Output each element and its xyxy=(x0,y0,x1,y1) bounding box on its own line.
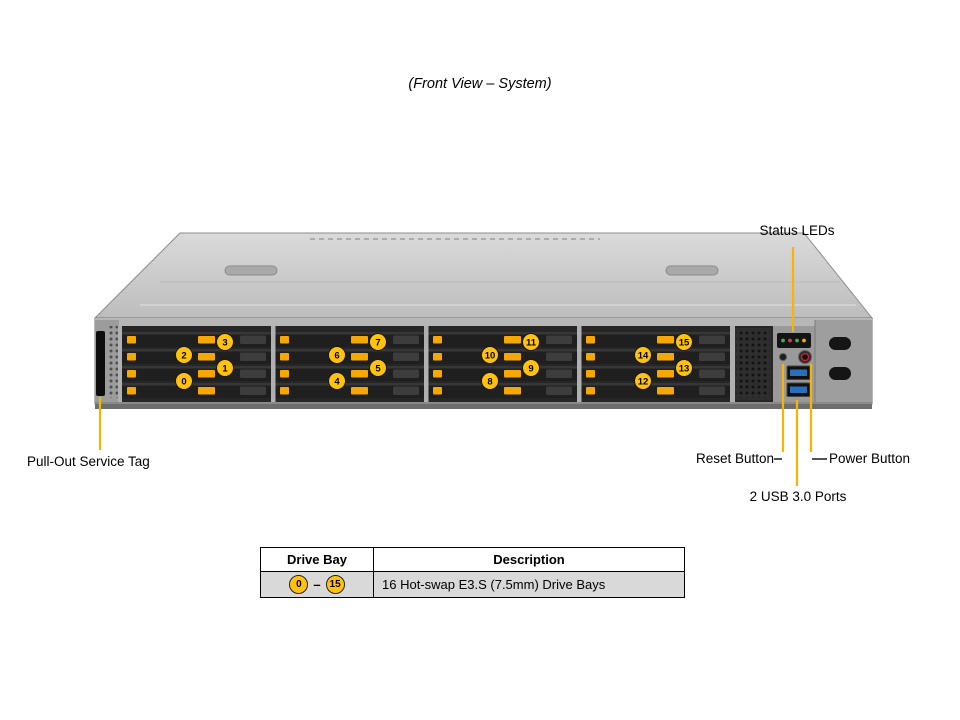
svg-text:15: 15 xyxy=(679,337,690,348)
table-row: 0–15 16 Hot-swap E3.S (7.5mm) Drive Bays xyxy=(260,571,685,598)
svg-text:10: 10 xyxy=(485,350,496,361)
led-power xyxy=(781,338,785,343)
svg-text:11: 11 xyxy=(526,337,537,348)
bay-number-badges: 0 1 2 3 4 5 6 7 8 9 10 11 12 13 14 15 xyxy=(175,333,693,390)
bay-number-4: 4 xyxy=(328,372,346,390)
top-latch-right xyxy=(665,265,719,276)
drive-tray xyxy=(428,366,577,381)
ear-mounting-hole xyxy=(829,367,851,380)
bay-number-7: 7 xyxy=(369,333,387,351)
top-latch-left xyxy=(224,265,278,276)
svg-text:2: 2 xyxy=(181,350,186,361)
bay-number-13: 13 xyxy=(675,359,693,377)
drive-tray xyxy=(275,366,424,381)
usb-port-1 xyxy=(786,365,811,380)
description-column-header: Description xyxy=(373,547,685,572)
drive-tray xyxy=(122,366,271,381)
bay-description-cell: 16 Hot-swap E3.S (7.5mm) Drive Bays xyxy=(373,571,685,598)
drive-tray xyxy=(428,349,577,364)
bay-number-12: 12 xyxy=(634,372,652,390)
bay-number-5: 5 xyxy=(369,359,387,377)
status-leds-label: Status LEDs xyxy=(759,223,835,238)
bay-number-6: 6 xyxy=(328,346,346,364)
svg-text:4: 4 xyxy=(334,376,340,387)
callout-lines xyxy=(98,247,827,486)
svg-text:3: 3 xyxy=(222,337,227,348)
drive-tray xyxy=(275,332,424,347)
svg-text:7: 7 xyxy=(375,337,380,348)
ear-mounting-hole xyxy=(829,337,851,350)
bay-range-start-badge: 0 xyxy=(289,575,309,594)
drive-tray xyxy=(428,383,577,398)
chassis-front xyxy=(94,317,873,409)
front-vent-strip xyxy=(735,328,771,400)
svg-text:0: 0 xyxy=(181,376,186,387)
bay-number-0: 0 xyxy=(175,372,193,390)
left-rack-ear xyxy=(95,320,119,402)
drive-tray xyxy=(122,383,271,398)
reset-button xyxy=(779,353,787,361)
svg-text:14: 14 xyxy=(638,350,649,361)
bay-number-1: 1 xyxy=(216,359,234,377)
bay-number-9: 9 xyxy=(522,359,540,377)
bay-number-14: 14 xyxy=(634,346,652,364)
bay-number-11: 11 xyxy=(522,333,540,351)
bay-frame-separators xyxy=(118,326,735,402)
bay-number-2: 2 xyxy=(175,346,193,364)
drive-tray xyxy=(581,349,730,364)
led-activity xyxy=(802,338,806,343)
bay-number-8: 8 xyxy=(481,372,499,390)
svg-text:13: 13 xyxy=(679,363,690,374)
svg-text:9: 9 xyxy=(528,363,533,374)
bay-number-15: 15 xyxy=(675,333,693,351)
power-button-ring xyxy=(800,352,810,362)
drive-tray xyxy=(581,383,730,398)
bay-number-10: 10 xyxy=(481,346,499,364)
drive-bay-table: Drive Bay Description 0–15 16 Hot-swap E… xyxy=(260,547,685,598)
usb-ports-label: 2 USB 3.0 Ports xyxy=(749,489,847,504)
drive-tray xyxy=(275,349,424,364)
drive-tray xyxy=(122,349,271,364)
svg-text:6: 6 xyxy=(334,350,339,361)
bay-range-cell: 0–15 xyxy=(260,571,374,598)
drive-tray xyxy=(428,332,577,347)
usb-port-2 xyxy=(786,382,811,397)
led-network xyxy=(795,338,799,343)
diagram-title: (Front View – System) xyxy=(408,76,552,92)
svg-text:8: 8 xyxy=(487,376,492,387)
led-fault xyxy=(788,338,792,343)
svg-text:1: 1 xyxy=(222,363,228,374)
status-leds xyxy=(777,333,811,348)
drive-tray xyxy=(581,366,730,381)
svg-text:12: 12 xyxy=(638,376,649,387)
reset-button-label: Reset Button xyxy=(695,451,774,466)
svg-text:5: 5 xyxy=(375,363,381,374)
bay-range-end-badge: 15 xyxy=(325,575,345,594)
power-button-label: Power Button xyxy=(829,451,911,466)
chassis-bottom-lip xyxy=(95,404,872,409)
bay-range-dash: – xyxy=(313,577,321,592)
drive-bay-column-header: Drive Bay xyxy=(260,547,374,572)
chassis-top xyxy=(93,232,874,319)
drive-tray xyxy=(275,383,424,398)
table-header-row: Drive Bay Description xyxy=(260,547,685,572)
drive-tray xyxy=(581,332,730,347)
service-tag-label: Pull-Out Service Tag xyxy=(27,454,150,469)
drive-tray xyxy=(122,332,271,347)
bay-number-3: 3 xyxy=(216,333,234,351)
pull-out-service-tag xyxy=(96,331,105,396)
right-rack-ear xyxy=(814,320,872,402)
front-control-panel xyxy=(773,326,815,402)
